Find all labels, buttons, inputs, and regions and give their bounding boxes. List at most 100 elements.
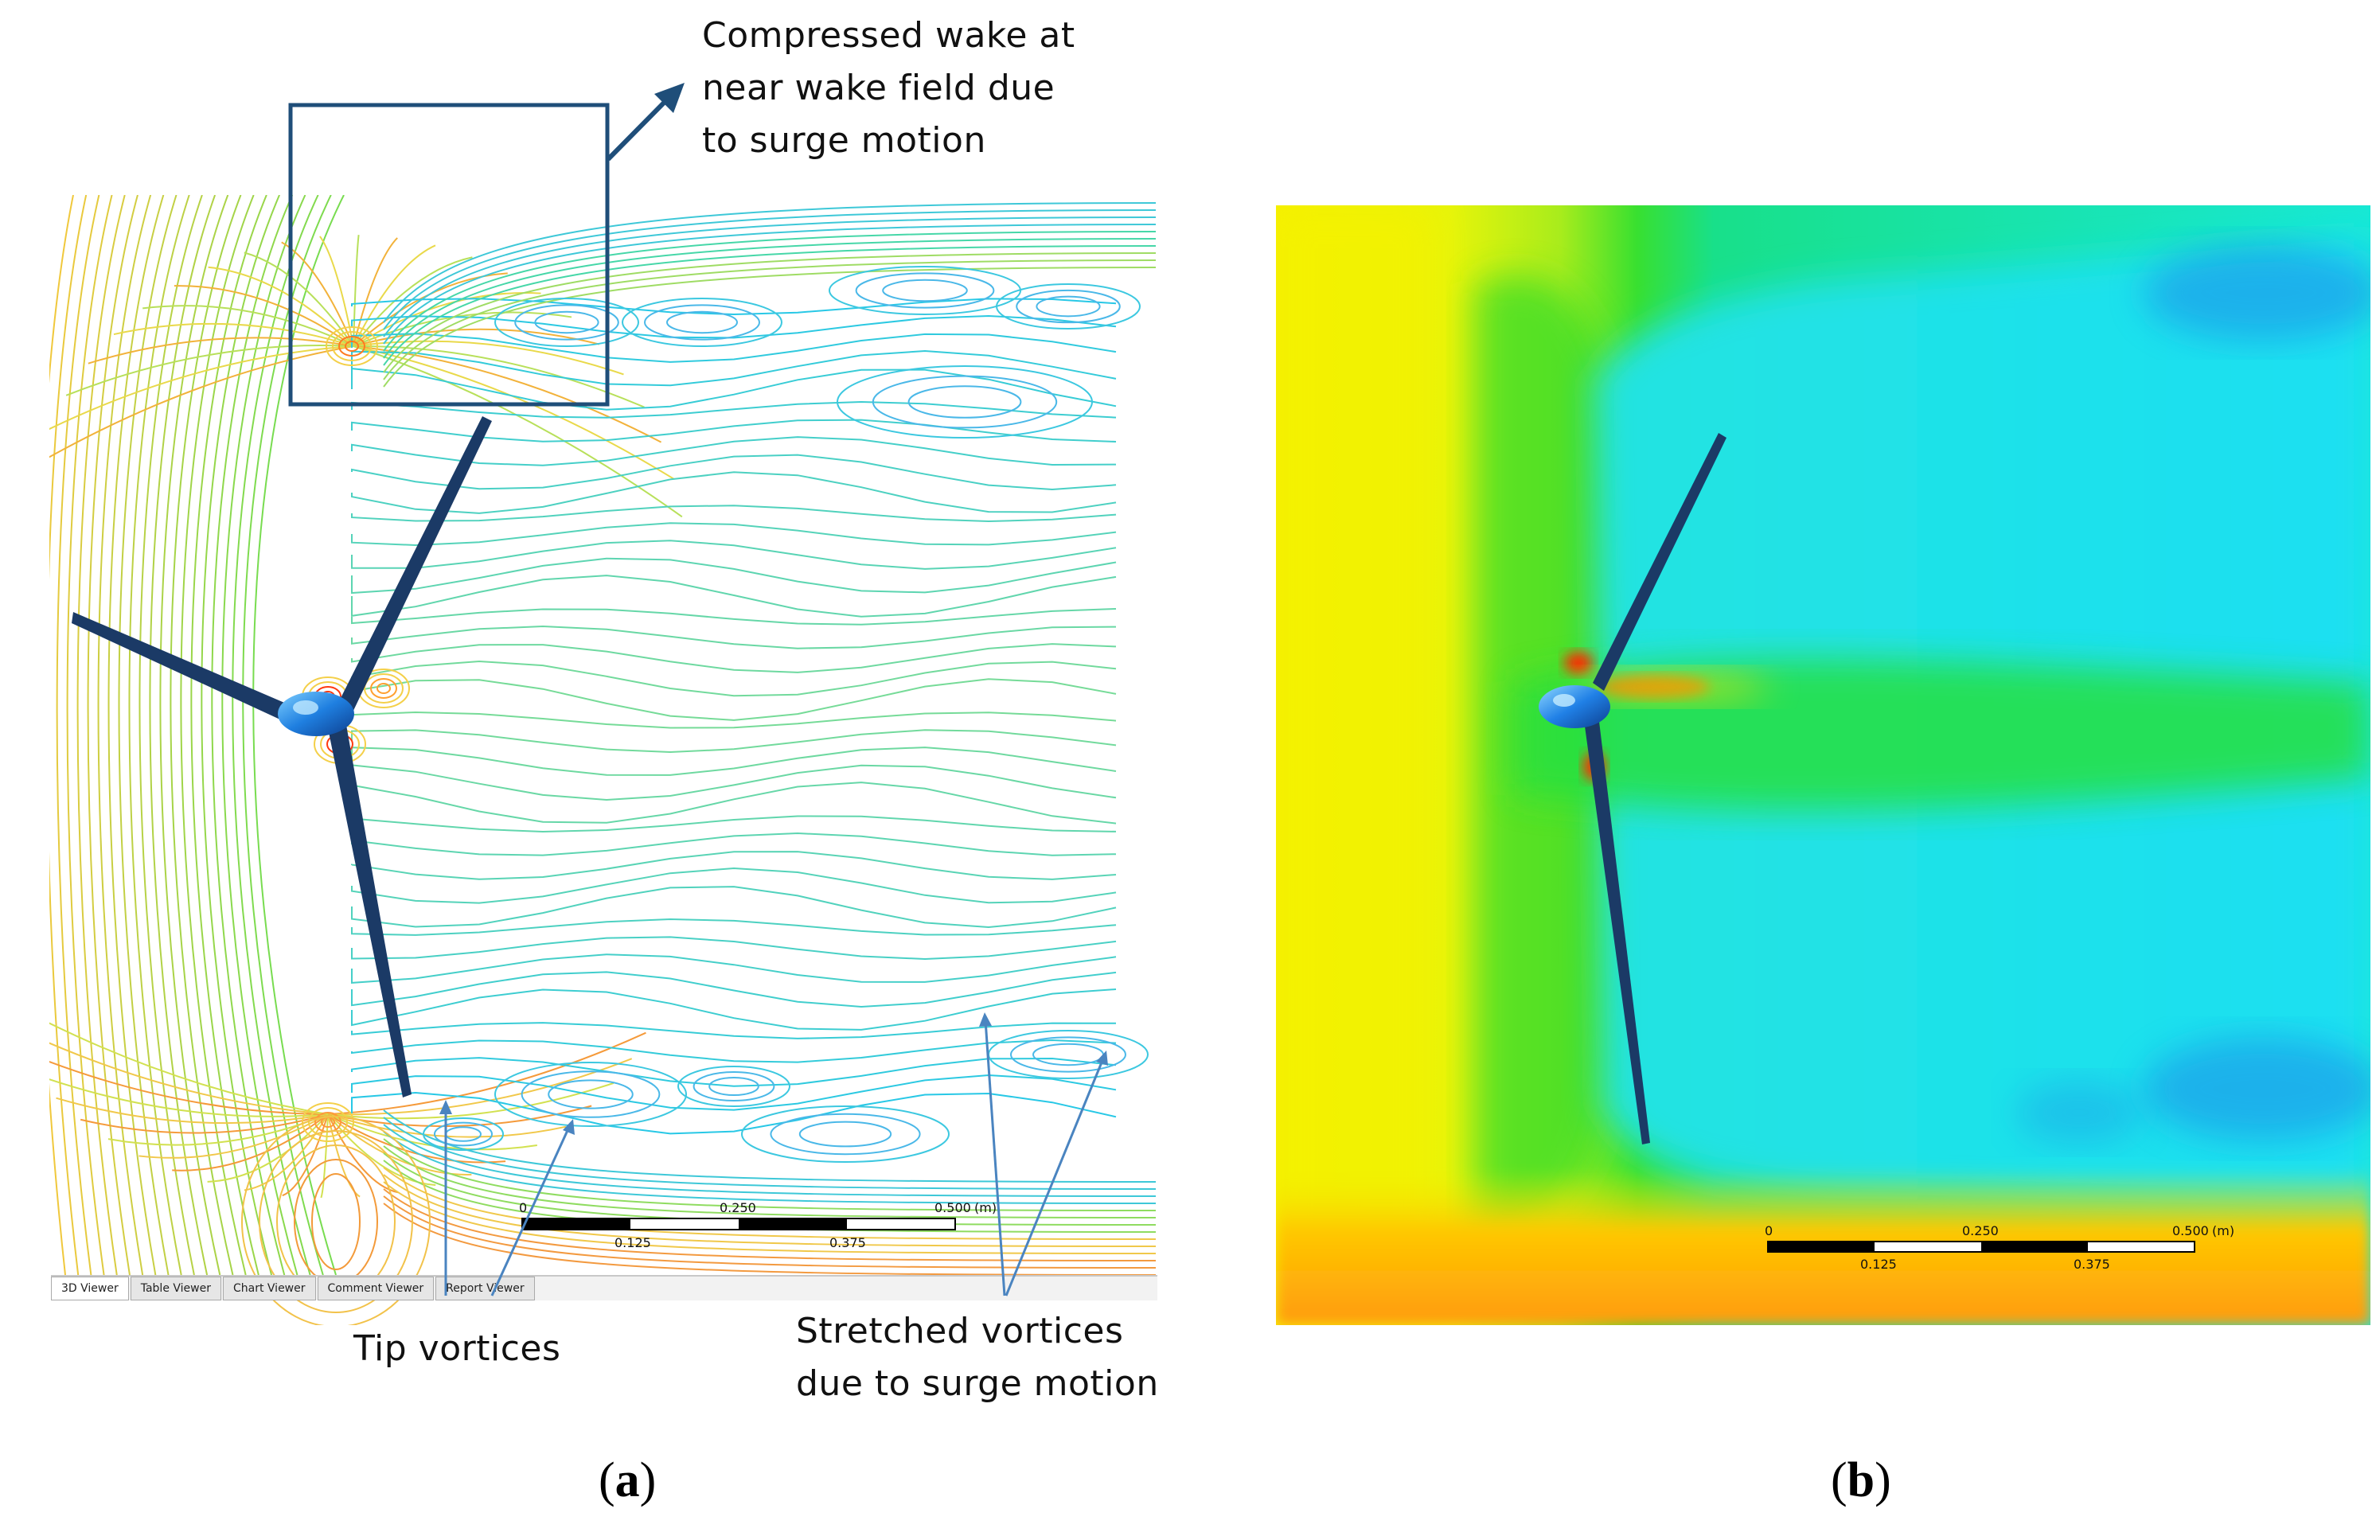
callout-box <box>288 103 610 407</box>
contour-line <box>320 1113 329 1199</box>
contour-line <box>353 340 624 376</box>
contour-line <box>351 436 1117 466</box>
panel-b-filled-contour: 0 0.250 0.500 (m) 0.125 0.375 <box>1276 205 2370 1325</box>
callout-arrow <box>606 92 675 162</box>
contour-line <box>383 238 1156 359</box>
contour-line <box>351 333 1117 363</box>
contour-line <box>107 195 165 1276</box>
contour-line <box>170 195 242 1276</box>
vortex-loop <box>798 1121 892 1148</box>
contour-line <box>383 252 1156 373</box>
contour-line <box>383 231 1156 352</box>
contour-line <box>383 209 1156 330</box>
contour-line <box>351 782 1117 825</box>
contour-line <box>383 259 1156 380</box>
contour-line <box>351 1091 1117 1135</box>
contour-line <box>351 832 1117 856</box>
vortex-loop <box>855 272 995 309</box>
contour-line <box>207 1113 329 1183</box>
contour-line <box>351 419 1117 443</box>
contour-line <box>139 195 203 1276</box>
panel-label-b: (b) <box>1831 1453 1891 1507</box>
contour-line <box>142 305 354 347</box>
blade-left <box>72 612 288 720</box>
tab-chart-viewer[interactable]: Chart Viewer <box>222 1277 316 1300</box>
contour-line <box>241 1116 431 1325</box>
contour-line <box>351 678 1117 721</box>
vortex-loop <box>693 1071 775 1101</box>
contour-line <box>56 1097 329 1125</box>
contour-line <box>49 1022 329 1115</box>
contour-line <box>351 349 1117 387</box>
contour-line <box>327 1031 646 1115</box>
vortex-loops <box>423 266 1149 1163</box>
contour-line <box>351 711 1117 729</box>
contour-line <box>87 195 139 1276</box>
hotspot-ring <box>370 678 397 699</box>
contour-line <box>353 244 436 347</box>
vortex-loop <box>434 1121 493 1147</box>
contour-line <box>383 1117 1156 1190</box>
contour-line <box>252 195 345 1276</box>
tab-table-viewer[interactable]: Table Viewer <box>130 1277 221 1300</box>
contour-line <box>351 625 1117 649</box>
contour-line <box>351 867 1117 904</box>
contour-line <box>190 195 267 1276</box>
contour-line <box>88 337 354 365</box>
vortex-loop <box>494 298 639 347</box>
contour-line <box>56 195 100 1276</box>
contour-line <box>351 988 1117 1031</box>
viewer-tab-strip: 3D Viewer Table Viewer Chart Viewer Comm… <box>51 1275 1157 1300</box>
tab-comment-viewer[interactable]: Comment Viewer <box>317 1277 435 1300</box>
contour-line <box>327 1113 361 1198</box>
scale-bottom-0125: 0.125 <box>615 1235 651 1250</box>
blade-upper <box>337 416 492 714</box>
contour-line <box>383 245 1156 366</box>
panel-label-a: (a) <box>599 1453 657 1507</box>
tab-3d-viewer[interactable]: 3D Viewer <box>51 1277 129 1300</box>
contour-line <box>113 322 354 347</box>
contour-line <box>351 608 1117 626</box>
contour-line <box>118 195 178 1276</box>
vortex-loop <box>514 304 619 341</box>
contour-line <box>351 1039 1117 1063</box>
vortex-loop <box>882 279 968 302</box>
annotation-tip-vortices: Tip vortices <box>353 1328 561 1369</box>
vortex-loop <box>907 385 1022 419</box>
contour-line <box>76 195 126 1276</box>
contour-line <box>351 851 1117 880</box>
contour-line <box>351 505 1117 523</box>
contour-line <box>383 1195 1156 1269</box>
vortex-loop <box>494 1062 687 1127</box>
contour-line <box>208 266 354 347</box>
vortex-loop <box>677 1066 790 1107</box>
contour-line <box>149 195 217 1276</box>
hotspot-ring <box>364 673 404 704</box>
vortex-loop <box>741 1105 950 1163</box>
scale-top-0500: 0.500 <box>934 1200 971 1215</box>
contour-line <box>383 1188 1156 1261</box>
scale-b-bottom-0375: 0.375 <box>2074 1257 2110 1272</box>
contour-line <box>351 557 1117 595</box>
contour-line <box>351 953 1117 984</box>
scale-bottom-0375: 0.375 <box>829 1235 866 1250</box>
contour-line <box>49 345 354 458</box>
contour-line <box>383 1181 1156 1254</box>
blade-upper-b <box>1593 433 1726 691</box>
contour-line <box>327 1058 633 1116</box>
vortex-loop <box>708 1077 759 1096</box>
contour-line <box>49 1078 329 1117</box>
hotspot-ring <box>345 341 359 352</box>
contour-line <box>351 314 1117 339</box>
vortex-loop <box>770 1113 921 1156</box>
blade-lower <box>328 720 412 1097</box>
contour-line <box>383 1145 1156 1218</box>
panel-a-contour-plot: 0 0.250 0.500 (m) 0.125 0.375 <box>49 195 1156 1325</box>
contour-line <box>282 1113 329 1197</box>
contour-line <box>49 195 74 1276</box>
scale-unit: (m) <box>974 1200 997 1215</box>
scale-b-top-0500: 0.500 <box>2172 1223 2209 1238</box>
annotation-compressed-wake: Compressed wake at near wake field due t… <box>702 15 1075 161</box>
tab-report-viewer[interactable]: Report Viewer <box>435 1277 535 1300</box>
